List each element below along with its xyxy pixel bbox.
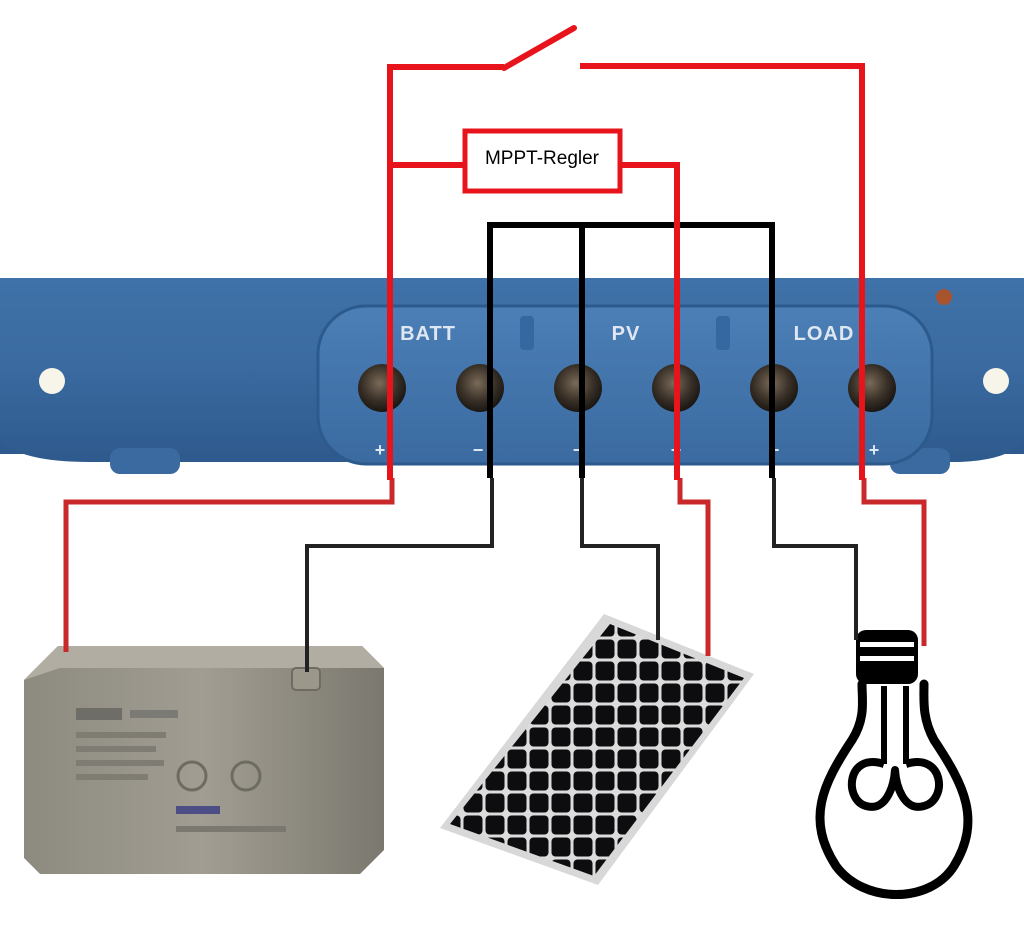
polarity-mark: − [473, 440, 484, 460]
overlay-wiring: MPPT-Regler [387, 25, 865, 480]
battery-top [24, 646, 384, 680]
wire-switch-to-load-positive [580, 63, 865, 480]
recycle-icon [230, 760, 262, 792]
terminal-label-load: LOAD [794, 323, 855, 345]
bulb-socket-thread [860, 656, 914, 661]
polarity-mark: − [573, 440, 584, 460]
screw-terminal-load-plus [848, 364, 896, 412]
terminal-label-batt: BATT [400, 323, 456, 345]
wire-load-negative [772, 478, 858, 640]
battery-brand-mark [130, 710, 178, 718]
battery-body [24, 646, 384, 874]
negative-bus-wire [487, 222, 775, 478]
mppt-regulator-box [462, 128, 623, 194]
battery-logo [76, 708, 122, 720]
terminal-divider [716, 316, 730, 350]
battery [24, 646, 384, 874]
light-bulb-icon [815, 630, 973, 899]
screw-terminal-pv-minus [554, 364, 602, 412]
recycle-icon [176, 760, 208, 792]
bulb-glass [815, 679, 973, 899]
screw-terminal-batt-minus [456, 364, 504, 412]
wire-battery-negative [305, 478, 494, 672]
wire-mppt-to-pv-positive [620, 162, 680, 480]
terminal-divider [520, 316, 534, 350]
solar-panel [440, 614, 754, 885]
bulb-socket-thread [860, 642, 914, 647]
terminal-label-pv: PV [612, 323, 641, 345]
battery-spec-line [76, 774, 148, 780]
wire-battery-positive-to-switch [387, 64, 504, 480]
wire-pv-positive [677, 478, 711, 656]
battery-spec-line [76, 760, 164, 766]
charge-controller: BATT PV LOAD + − − + − + [0, 278, 1024, 474]
mppt-regulator-label: MPPT-Regler [485, 148, 600, 169]
device-wiring [63, 478, 927, 672]
wire-load-positive [861, 478, 927, 646]
screw-terminal-batt-plus [358, 364, 406, 412]
mounting-foot-left [110, 448, 180, 474]
battery-warning-icons [176, 826, 286, 832]
polarity-mark: + [869, 440, 880, 460]
bulb-filament [848, 758, 943, 811]
battery-spec-line [76, 746, 156, 752]
mounting-hole-left [39, 368, 65, 394]
polarity-mark: + [375, 440, 386, 460]
status-led [936, 289, 952, 305]
terminal-panel [316, 304, 934, 466]
solar-panel-cells [450, 624, 744, 876]
battery-label-strip [176, 806, 220, 814]
bulb-filament-support [881, 686, 909, 764]
wire-pv-negative [580, 478, 660, 640]
switch-icon [501, 25, 577, 71]
wire-battery-positive [63, 478, 395, 652]
battery-spec-line [76, 732, 166, 738]
mounting-hole-right [983, 368, 1009, 394]
